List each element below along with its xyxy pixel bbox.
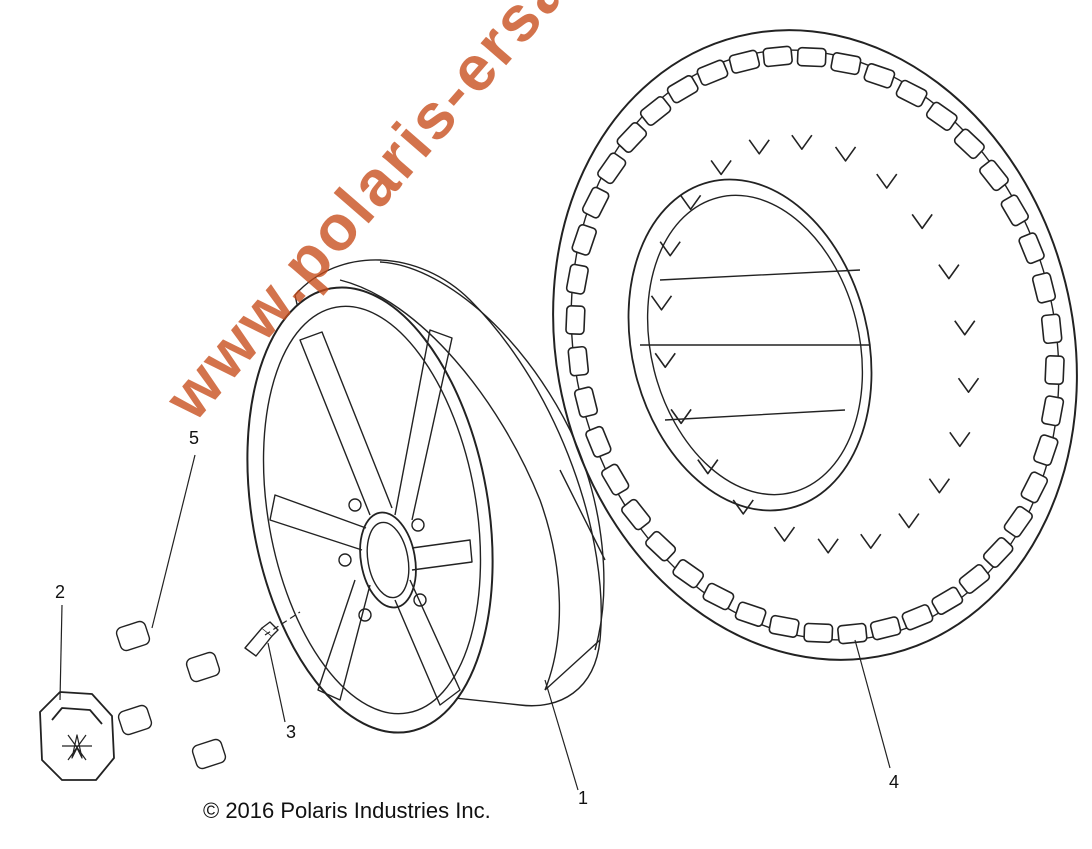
sidewall-chevron <box>670 408 692 425</box>
sidewall-chevron <box>898 513 920 529</box>
lug-nut <box>115 620 227 770</box>
sidewall-chevron <box>791 134 813 150</box>
tread-block <box>895 79 928 108</box>
tread-block <box>702 582 735 611</box>
tread-block <box>958 564 991 594</box>
callout-5: 5 <box>189 428 200 448</box>
tread-block <box>1000 194 1029 227</box>
tire-tread <box>565 45 1065 645</box>
tread-block <box>796 46 827 68</box>
tread-block <box>616 121 648 154</box>
tread-block <box>585 425 612 458</box>
tread-block <box>734 601 767 627</box>
sidewall-chevron <box>911 213 933 230</box>
sidewall-chevron <box>938 264 960 280</box>
tread-block <box>1031 272 1057 304</box>
sidewall-chevron <box>949 431 971 448</box>
tread-block <box>601 463 630 496</box>
tread-block <box>830 52 862 76</box>
tire-sidewall-pattern <box>650 134 980 554</box>
tread-block <box>696 59 729 86</box>
tread-block <box>803 622 834 644</box>
sidewall-chevron <box>650 295 673 311</box>
tread-block <box>1040 313 1063 345</box>
sidewall-chevron <box>834 146 857 162</box>
sidewall-chevron <box>773 526 796 542</box>
tread-block <box>1041 395 1065 427</box>
sidewall-chevron <box>732 499 754 515</box>
tread-block <box>666 75 699 104</box>
tread-block <box>1018 232 1045 265</box>
tread-block <box>645 530 677 562</box>
tread-block <box>672 559 705 589</box>
tread-block <box>863 63 896 89</box>
callout-1: 1 <box>578 788 589 808</box>
tread-block <box>639 96 672 126</box>
tread-block <box>597 152 627 185</box>
tread-block <box>762 45 793 68</box>
tread-block <box>1033 434 1059 466</box>
sidewall-chevron <box>710 159 732 176</box>
leader-lines <box>59 454 891 791</box>
valve-stem <box>244 621 279 657</box>
callout-4: 4 <box>889 772 900 792</box>
sidewall-chevron <box>659 241 681 257</box>
tire <box>552 29 1078 661</box>
sidewall-chevron <box>860 533 882 549</box>
tread-block <box>931 586 964 615</box>
hub-cap <box>39 691 115 781</box>
sidewall-chevron <box>928 478 951 494</box>
tread-block <box>982 536 1014 569</box>
tread-block <box>728 49 761 74</box>
tread-block <box>565 304 586 336</box>
tread-block <box>768 614 800 638</box>
tread-block <box>581 186 610 219</box>
sidewall-chevron <box>817 538 839 554</box>
copyright-notice: © 2016 Polaris Industries Inc. <box>203 798 491 823</box>
tread-block <box>567 345 590 377</box>
tread-block <box>953 128 985 160</box>
sidewall-chevron <box>679 194 702 211</box>
tread-block <box>925 101 958 131</box>
sidewall-chevron <box>954 320 976 336</box>
tread-block <box>565 263 589 295</box>
tread-block <box>1044 354 1065 386</box>
tread-block <box>979 159 1009 192</box>
tread-block <box>573 386 599 418</box>
callout-3: 3 <box>286 722 297 742</box>
sidewall-chevron <box>957 377 980 393</box>
tread-block <box>621 498 651 531</box>
tread-block <box>869 616 902 641</box>
sidewall-chevron <box>654 352 676 369</box>
sidewall-chevron <box>748 139 770 155</box>
tread-block <box>1020 471 1049 504</box>
sidewall-chevron <box>697 459 719 475</box>
sidewall-chevron <box>876 173 898 189</box>
tread-block <box>837 622 868 645</box>
wheel <box>246 259 606 734</box>
tread-block <box>901 604 934 631</box>
tread-block <box>571 224 597 256</box>
tread-block <box>1003 505 1033 538</box>
callout-2: 2 <box>55 582 66 602</box>
